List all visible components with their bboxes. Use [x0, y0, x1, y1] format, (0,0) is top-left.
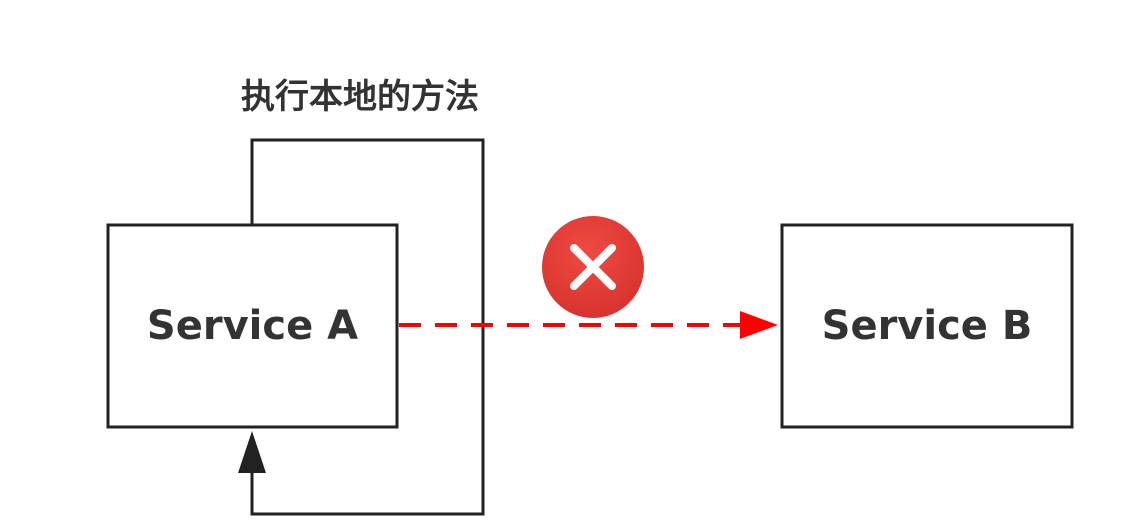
- service-b-box: [780, 223, 1074, 429]
- error-badge-cross: [570, 244, 616, 290]
- service-a-box: [106, 223, 399, 429]
- blocked-call-arrowhead: [740, 311, 778, 339]
- blocked-call-edge: [399, 311, 778, 339]
- service-a-label: Service A: [146, 303, 359, 349]
- service-b-label: Service B: [821, 303, 1033, 349]
- self-loop-label: 执行本地的方法: [241, 77, 479, 117]
- self-loop-arrowhead: [238, 431, 266, 473]
- close-icon: [542, 216, 644, 318]
